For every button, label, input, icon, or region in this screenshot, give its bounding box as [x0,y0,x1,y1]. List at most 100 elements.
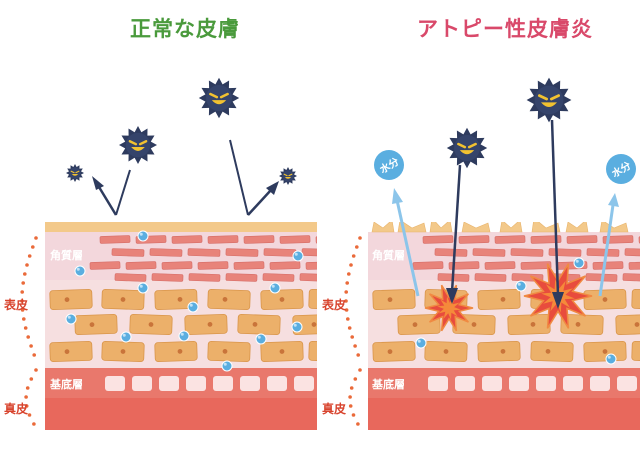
skin-flake [429,222,453,233]
penetration-arrow [446,164,462,304]
keratin-brick [171,235,203,244]
water-drop-icon [269,282,281,294]
stratum-corneum-label: 角質層 [50,248,83,262]
basal-cell [617,376,637,391]
epidermal-cell [154,288,198,311]
basal-cell [105,376,125,391]
cell-nucleus [443,349,449,354]
epidermal-cell [530,340,574,363]
water-drop-icon [137,282,149,294]
keratin-bricks [89,235,317,282]
keratin-brick [566,235,598,244]
epidermal-cell [154,340,198,363]
basal-layer-label: 基底層 [371,377,405,391]
epidermis-label: 表皮 [321,297,346,312]
bracket-dot [20,290,25,294]
epidermal-cell [74,313,118,336]
bracket-dot [351,413,356,417]
epidermal-cell [372,288,416,311]
cell-nucleus [634,322,640,327]
epidermis-bracket-dots [20,236,38,426]
epidermis-label: 表皮 [3,297,28,312]
bracket-dot [32,422,36,426]
keratin-brick [422,235,454,244]
water-drop-icon [573,257,585,269]
basal-layer-label: 基底層 [49,377,83,391]
water-drop-icon [255,333,267,345]
epidermal-cells [49,288,317,363]
keratin-brick [89,261,121,270]
epidermal-cell [207,340,251,363]
water-drop-icon [415,337,427,349]
cell-nucleus [500,348,506,354]
bracket-dot [23,326,28,330]
bracket-dot [345,281,350,285]
bracket-dot [351,254,356,258]
skin-flake [397,222,427,233]
keratin-brick [301,248,317,257]
cell-nucleus [412,322,418,328]
germ-icon [526,77,572,123]
keratin-brick [520,261,552,270]
bracket-dot [344,299,348,303]
bracket-dot [344,308,349,312]
basal-cell [563,376,583,391]
water-drop-icon [292,250,304,262]
epidermal-cell [615,313,640,336]
bracket-dot [27,413,32,417]
keratin-brick [412,261,444,270]
basal-cell [428,376,448,391]
basal-cell [482,376,502,391]
epidermis-bracket-dots [344,236,362,426]
inflammation-burst-icon [424,284,474,332]
basal-cell [267,376,287,391]
keratin-brick [315,235,317,244]
dermis-label: 真皮 [322,401,346,416]
keratin-brick [99,235,131,244]
bracket-dot [29,377,34,381]
bracket-dot [20,299,24,303]
keratin-brick [207,235,239,244]
keratin-brick [225,248,259,257]
cell-nucleus [279,349,285,354]
epidermal-cell [631,340,640,363]
keratin-brick [494,235,526,244]
bracket-dot [353,344,357,348]
cell-nucleus [89,322,95,328]
water-drop-icon [74,265,86,277]
keratin-brick [111,248,145,257]
atopic-skin-title: アトピー性皮膚炎 [417,17,593,41]
keratin-brick [458,235,490,244]
bracket-dot [347,272,351,276]
keratin-brick [586,248,620,257]
cell-nucleus [177,348,183,354]
bracket-dot [22,317,26,321]
keratin-brick [305,261,317,270]
bracket-dot [20,308,25,312]
keratin-brick [279,235,311,244]
basal-cell [455,376,475,391]
epidermal-cell [397,313,441,336]
skin-flake [371,222,395,233]
dermis-label: 真皮 [4,401,28,416]
basal-cell [536,376,556,391]
germ-icon [66,164,84,182]
water-drops [415,257,617,365]
water-drop-badge: 水分 [374,150,404,180]
basal-cell [321,376,341,391]
atopic-skin-panel: 角質層 基底層 水分 水分 [368,77,640,430]
cell-nucleus [207,321,213,327]
epidermal-cell [129,313,173,336]
keratin-brick [530,235,562,244]
water-escape-arrow [598,193,619,297]
epidermal-cell [207,288,251,311]
deflection-arrow-right [229,139,279,216]
basal-cell [590,376,610,391]
bracket-dot [27,254,32,258]
cell-nucleus [252,321,258,327]
keratin-brick [269,261,301,270]
keratin-brick [622,273,640,282]
skin-flake [599,222,629,233]
basal-cells [428,376,637,391]
